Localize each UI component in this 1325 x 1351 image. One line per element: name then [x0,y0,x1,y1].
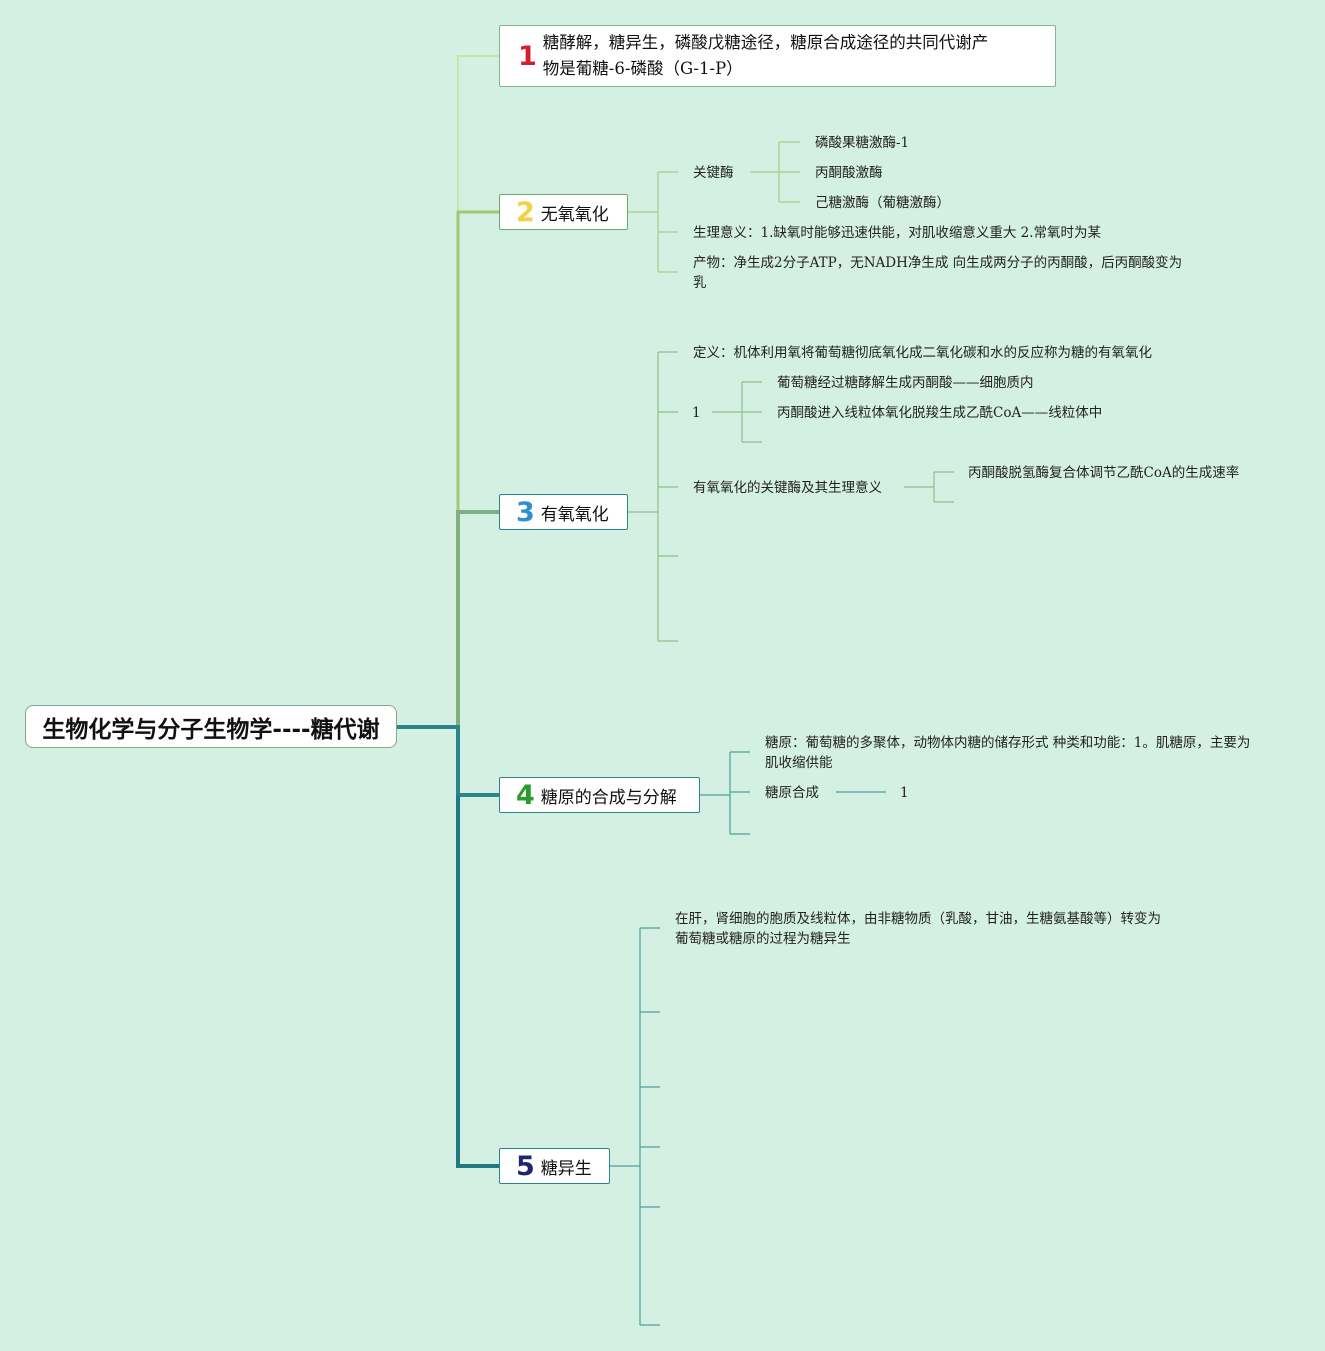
t3-key-enzyme-item[interactable]: 丙酮酸脱氢酶复合体调节乙酰CoA的生成速率 [968,465,1240,481]
root-topic[interactable]: 生物化学与分子生物学----糖代谢 [25,705,397,748]
t5-definition[interactable]: 在肝，肾细胞的胞质及线粒体，由非糖物质（乳酸，甘油，生糖氨基酸等）转变为葡萄糖或… [675,911,1161,947]
topic-1-line2: 物是葡糖-6-磷酸（G-1-P） [542,59,743,78]
t3-stage-label[interactable]: 1 [692,405,701,421]
number-3-icon: 3 [516,496,535,528]
root-title: 生物化学与分子生物学----糖代谢 [42,716,380,743]
number-1-icon: 1 [518,40,537,72]
number-2-icon: 2 [516,196,535,228]
topic-4-label: 糖原的合成与分解 [540,787,677,808]
branch-line-1 [397,55,499,728]
topic-5-label: 糖异生 [540,1158,592,1179]
branch-line-5 [456,795,499,1168]
number-5-icon: 5 [516,1150,535,1182]
t2-enzyme-item[interactable]: 己糖激酶（葡糖激酶） [815,195,950,211]
branch-line-4 [397,725,499,797]
topic-1-line1: 糖酵解，糖异生，磷酸戊糖途径，糖原合成途径的共同代谢产 [542,33,989,52]
topic-1[interactable]: 1 糖酵解，糖异生，磷酸戊糖途径，糖原合成途径的共同代谢产 物是葡糖-6-磷酸（… [499,25,1056,87]
topic-4[interactable]: 4 糖原的合成与分解 [499,777,700,813]
t3-stage-item[interactable]: 葡萄糖经过糖酵解生成丙酮酸——细胞质内 [777,375,1034,391]
topic-2[interactable]: 2 无氧氧化 [499,194,628,230]
t2-significance[interactable]: 生理意义：1.缺氧时能够迅速供能，对肌收缩意义重大 2.常氧时为某 [693,225,1102,241]
branch-line-2 [456,210,499,727]
t2-enzyme-item[interactable]: 磷酸果糖激酶-1 [815,135,910,151]
t4-synthesis[interactable]: 糖原合成 [765,785,819,801]
branch-line-3 [456,510,499,727]
topic-3-label: 有氧氧化 [540,504,609,525]
t3-definition[interactable]: 定义：机体利用氧将葡萄糖彻底氧化成二氧化碳和水的反应称为糖的有氧氧化 [693,345,1152,361]
t2-enzyme-item[interactable]: 丙酮酸激酶 [815,165,883,181]
t3-stage-item[interactable]: 丙酮酸进入线粒体氧化脱羧生成乙酰CoA——线粒体中 [777,405,1103,421]
number-4-icon: 4 [516,779,535,811]
t4-glycogen[interactable]: 糖原：葡萄糖的多聚体，动物体内糖的储存形式 种类和功能：1。肌糖原，主要为肌收缩… [765,735,1251,771]
topic-3[interactable]: 3 有氧氧化 [499,494,628,530]
t3-key-enzyme-label[interactable]: 有氧氧化的关键酶及其生理意义 [693,480,882,496]
topic-2-label: 无氧氧化 [540,204,609,225]
t4-synthesis-child[interactable]: 1 [900,785,909,801]
topic-5[interactable]: 5 糖异生 [499,1148,610,1184]
t2-enzyme-label[interactable]: 关键酶 [693,165,734,181]
t2-product[interactable]: 产物：净生成2分子ATP，无NADH净生成 向生成两分子的丙酮酸，后丙酮酸变为乳 [693,255,1183,291]
